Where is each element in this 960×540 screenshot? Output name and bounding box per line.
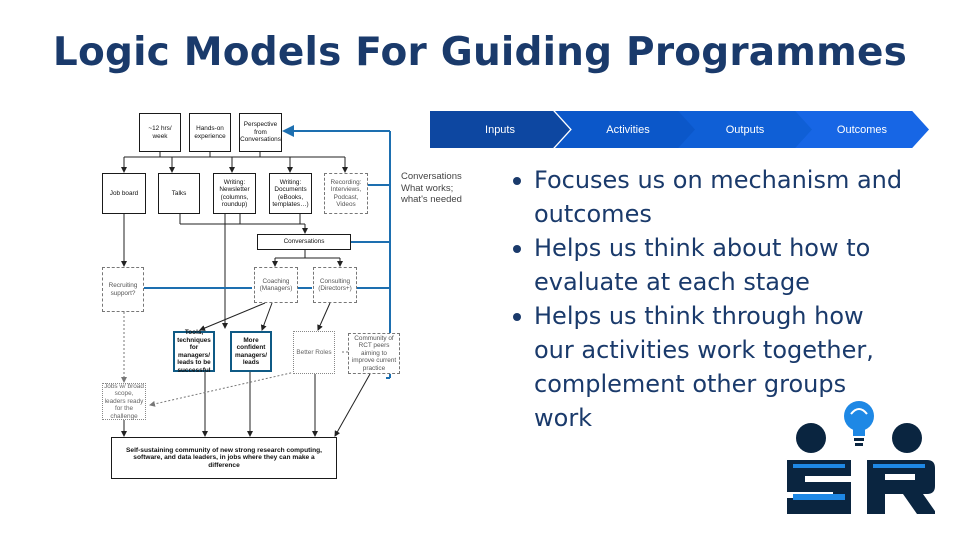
- box-hands-on: Hands-on experience: [189, 113, 231, 152]
- box-consulting: Consulting (Directors+): [313, 267, 357, 303]
- stage-outcomes: Outcomes: [789, 111, 929, 148]
- box-better-roles: Better Roles: [293, 331, 335, 374]
- box-community-rct: Community of RCT peers aiming to improve…: [348, 333, 400, 374]
- box-newsletter: Writing: Newsletter (columns, roundup): [213, 173, 256, 214]
- box-tools: Tools, techniques for managers/ leads to…: [173, 329, 215, 374]
- side-note-line: What works;: [401, 182, 454, 194]
- bullet-item: Focuses us on mechanism and outcomes: [508, 163, 908, 231]
- box-talks: Talks: [158, 173, 200, 214]
- slide-title: Logic Models For Guiding Programmes: [52, 30, 908, 75]
- box-documents: Writing: Documents (eBooks, templates…): [269, 173, 312, 214]
- box-broad-scope: Jobs w/ broad scope, leaders ready for t…: [102, 383, 146, 420]
- box-recruiting: Recruiting support?: [102, 267, 144, 312]
- box-job-board: Job board: [102, 173, 146, 214]
- stage-outputs: Outputs: [672, 111, 812, 148]
- bullet-item: Helps us think about how to evaluate at …: [508, 231, 908, 299]
- box-confident: More confident managers/ leads: [230, 331, 272, 372]
- bullet-list: Focuses us on mechanism and outcomes Hel…: [508, 163, 908, 435]
- logo-people-lightbulb-icon: [787, 401, 935, 514]
- side-note-line: Conversations: [401, 171, 462, 182]
- bullet-item: Helps us think through how our activitie…: [508, 299, 908, 435]
- box-perspective: Perspective from Conversations: [239, 113, 282, 152]
- box-recording: Recording: Interviews, Podcast, Videos: [324, 173, 368, 214]
- box-coaching: Coaching (Managers): [254, 267, 298, 303]
- side-note-line: what's needed: [401, 194, 462, 205]
- box-hours: ~12 hrs/ week: [139, 113, 181, 152]
- box-self-sustaining: Self-sustaining community of new strong …: [111, 437, 337, 479]
- stage-activities: Activities: [555, 111, 695, 148]
- box-conversations: Conversations: [257, 234, 351, 250]
- stage-inputs: Inputs: [430, 111, 570, 148]
- diagram-side-note: Conversations What works; what's needed: [401, 171, 462, 206]
